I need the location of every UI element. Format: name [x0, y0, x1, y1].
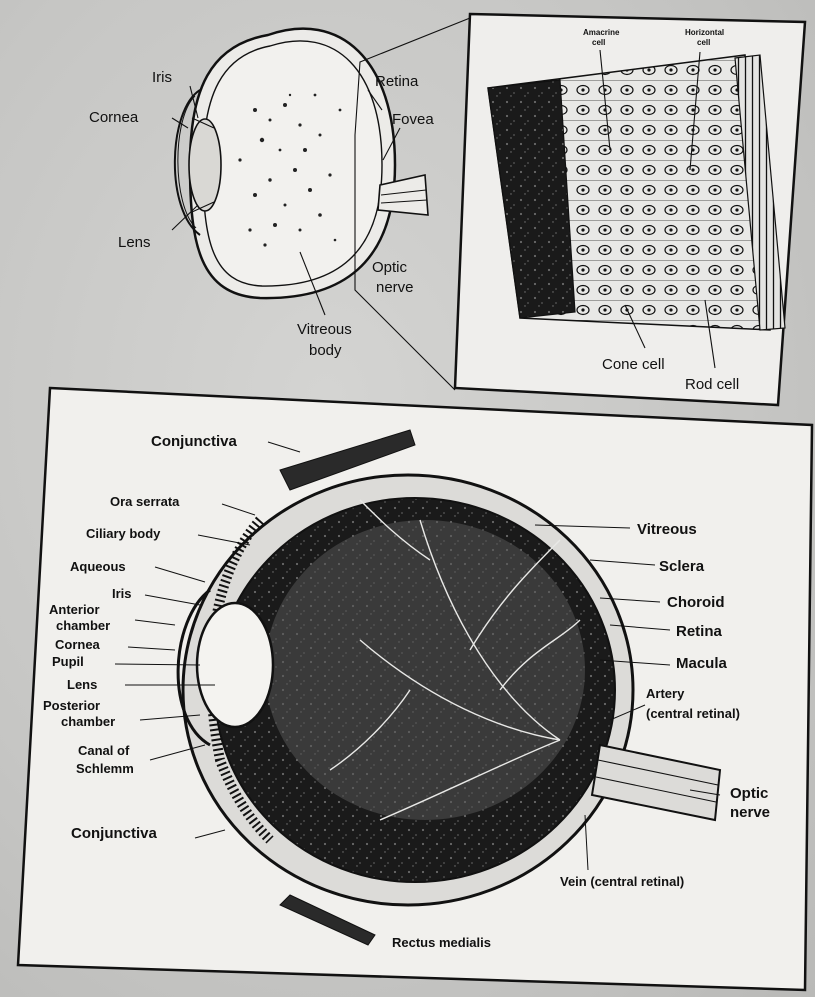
label-lens-top: Lens — [118, 234, 151, 251]
label-conjunctiva-bottom: Conjunctiva — [71, 825, 157, 842]
label-optic-bottom-2: nerve — [730, 804, 770, 821]
label-cornea-top: Cornea — [89, 109, 139, 126]
label-posterior-2: chamber — [61, 714, 115, 729]
label-amacrine-1: Amacrine — [583, 28, 620, 37]
label-ciliary-body: Ciliary body — [86, 526, 161, 541]
label-canal-2: Schlemm — [76, 761, 134, 776]
label-horizontal-1: Horizontal — [685, 28, 724, 37]
label-iris-bottom: Iris — [112, 586, 132, 601]
label-horizontal-2: cell — [697, 38, 710, 47]
label-cornea-bottom: Cornea — [55, 637, 101, 652]
label-anterior-1: Anterior — [49, 602, 100, 617]
label-optic-bottom-1: Optic — [730, 785, 768, 802]
label-pupil: Pupil — [52, 654, 84, 669]
label-canal-1: Canal of — [78, 743, 130, 758]
label-retina-top: Retina — [375, 73, 419, 90]
retina-inset-panel — [455, 14, 805, 405]
label-optic-top-2: nerve — [376, 279, 414, 296]
label-sclera: Sclera — [659, 558, 705, 575]
label-aqueous: Aqueous — [70, 559, 126, 574]
label-artery-1: Artery — [646, 686, 685, 701]
label-conjunctiva-top: Conjunctiva — [151, 433, 237, 450]
label-iris-top: Iris — [152, 69, 172, 86]
label-amacrine-2: cell — [592, 38, 605, 47]
label-vitreous-bottom: Vitreous — [637, 521, 697, 538]
bottom-eye-panel — [18, 388, 812, 990]
label-vitreous-top-2: body — [309, 342, 342, 359]
label-vein: Vein (central retinal) — [560, 874, 684, 889]
label-rectus-medialis: Rectus medialis — [392, 935, 491, 950]
label-anterior-2: chamber — [56, 618, 110, 633]
label-ora-serrata: Ora serrata — [110, 494, 180, 509]
label-macula: Macula — [676, 655, 728, 672]
label-rod-cell: Rod cell — [685, 376, 739, 393]
label-lens-bottom: Lens — [67, 677, 97, 692]
label-fovea-top: Fovea — [392, 111, 434, 128]
label-retina-bottom: Retina — [676, 623, 723, 640]
label-artery-2: (central retinal) — [646, 706, 740, 721]
label-vitreous-top-1: Vitreous — [297, 321, 352, 338]
label-posterior-1: Posterior — [43, 698, 100, 713]
label-choroid: Choroid — [667, 594, 725, 611]
label-cone-cell: Cone cell — [602, 356, 665, 373]
label-optic-top-1: Optic — [372, 259, 408, 276]
